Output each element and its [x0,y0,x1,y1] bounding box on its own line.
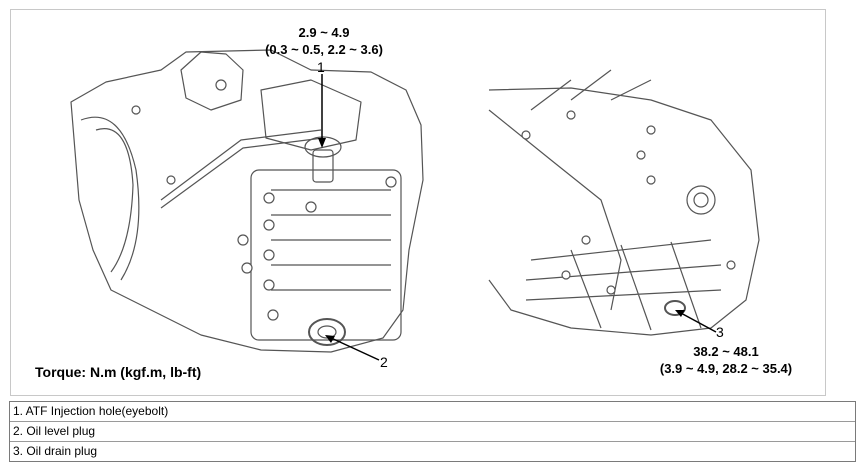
arrow-2 [325,335,335,343]
torque-spec-drain-line1: 38.2 ~ 48.1 [693,344,759,359]
oil-level-plug-center [317,325,337,339]
arrow-3 [675,310,685,317]
mount-arms [530,69,652,111]
oil-pan-grid [525,239,722,331]
bell-housing-inner [95,128,134,273]
transaxle-outline [70,49,424,353]
upper-housing [180,51,244,111]
oil-level-plug-ring [308,318,346,346]
eyebolt-body [312,149,334,183]
legend-item-oil-level-plug: 2. Oil level plug [10,421,855,441]
parts-legend: 1. ATF Injection hole(eyebolt) 2. Oil le… [9,401,856,462]
underside-port [686,185,716,215]
transaxle-illustration [70,49,760,361]
callout-1: 1 [317,59,325,75]
torque-spec-injection-line1: 2.9 ~ 4.9 [298,25,350,40]
torque-spec-injection-hole: 2.9 ~ 4.9 (0.3 ~ 0.5, 2.2 ~ 3.6) [249,24,399,58]
legend-item-oil-drain-plug: 3. Oil drain plug [10,441,855,461]
torque-spec-drain-line2: (3.9 ~ 4.9, 28.2 ~ 35.4) [659,361,793,376]
solenoid-block [260,79,362,151]
valve-body-cover [250,169,402,341]
underside-outline [488,87,760,336]
torque-spec-injection-line2: (0.3 ~ 0.5, 2.2 ~ 3.6) [265,42,383,57]
underside-edge [488,109,622,311]
callout-2: 2 [380,354,388,370]
oil-drain-plug [664,300,686,316]
leader-line-2 [328,336,380,361]
eyebolt-fitting [304,136,342,158]
torque-units-note: Torque: N.m (kgf.m, lb-ft) [35,364,202,380]
leader-line-3 [678,311,717,333]
legend-item-atf-injection-hole: 1. ATF Injection hole(eyebolt) [13,404,169,418]
diagram-figure: 2.9 ~ 4.9 (0.3 ~ 0.5, 2.2 ~ 3.6) 1 2 3 3… [10,9,826,396]
callout-3: 3 [716,324,724,340]
cover-ribs [271,189,391,291]
tube-line-2 [160,137,324,209]
tube-line [160,129,322,201]
bell-housing-curve [80,116,140,281]
arrow-1 [318,138,326,148]
torque-spec-drain-plug: 38.2 ~ 48.1 (3.9 ~ 4.9, 28.2 ~ 35.4) [631,343,821,377]
underside-port-inner [693,192,709,208]
